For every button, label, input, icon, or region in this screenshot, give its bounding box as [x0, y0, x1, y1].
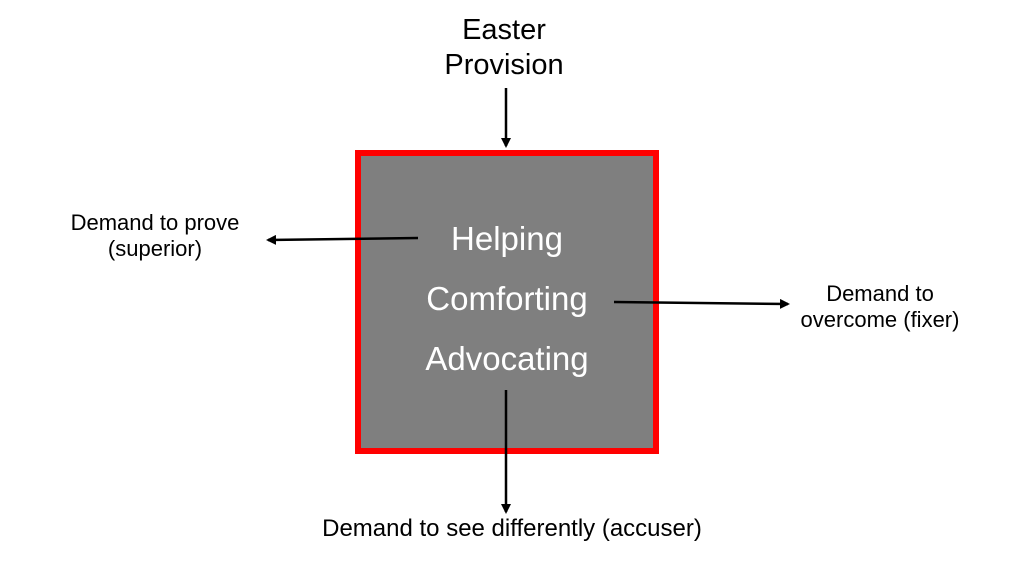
- top-label-line-1: Easter: [462, 14, 546, 46]
- box-item-helping: Helping: [451, 220, 563, 257]
- right-label: Demand to overcome (fixer): [770, 281, 990, 334]
- bottom-label: Demand to see differently (accuser): [322, 515, 702, 542]
- left-label-line-2: (superior): [107, 236, 203, 262]
- left-label: Demand to prove (superior): [40, 210, 270, 263]
- right-label-line-2: overcome (fixer): [800, 307, 960, 333]
- right-label-line-1: Demand to: [826, 281, 934, 306]
- top-label: Easter Provision: [404, 13, 604, 83]
- box-item-comforting: Comforting: [426, 280, 588, 317]
- left-label-line-1: Demand to prove: [70, 210, 240, 235]
- box-item-advocating: Advocating: [425, 340, 589, 377]
- top-label-line-2: Provision: [444, 48, 564, 81]
